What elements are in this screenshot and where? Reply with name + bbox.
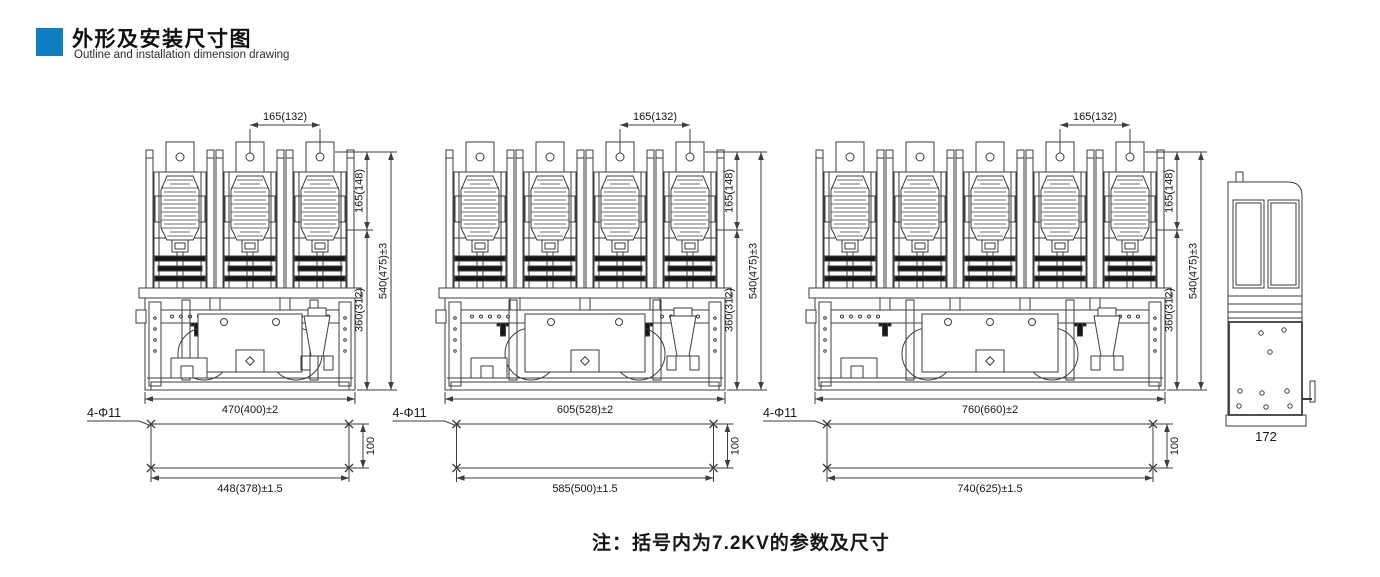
title-accent-square bbox=[36, 28, 63, 56]
svg-text:100: 100 bbox=[1169, 437, 1181, 455]
svg-text:4-Φ11: 4-Φ11 bbox=[393, 406, 427, 420]
svg-text:165(148): 165(148) bbox=[354, 169, 366, 213]
svg-text:172: 172 bbox=[1255, 429, 1277, 444]
svg-text:540(475)±3: 540(475)±3 bbox=[748, 243, 760, 299]
svg-text:4-Φ11: 4-Φ11 bbox=[87, 406, 121, 420]
side-view: 172 bbox=[1225, 171, 1316, 444]
svg-text:165(132): 165(132) bbox=[1073, 111, 1117, 123]
front-view-3-pole-mounting-plan: 448(378)±1.5 100 4-Φ11 bbox=[87, 406, 377, 495]
svg-text:360(312): 360(312) bbox=[354, 288, 366, 332]
svg-text:165(132): 165(132) bbox=[633, 111, 677, 123]
page-subtitle: Outline and installation dimension drawi… bbox=[74, 49, 290, 61]
svg-text:540(475)±3: 540(475)±3 bbox=[378, 243, 390, 299]
svg-text:165(132): 165(132) bbox=[263, 111, 307, 123]
svg-text:360(312): 360(312) bbox=[1164, 288, 1176, 332]
svg-text:740(625)±1.5: 740(625)±1.5 bbox=[957, 483, 1022, 495]
svg-text:165(148): 165(148) bbox=[724, 169, 736, 213]
page-title: 外形及安装尺寸图 bbox=[72, 28, 252, 51]
svg-text:100: 100 bbox=[730, 437, 742, 455]
front-view-5-pole: 165(132) 165(148) 360(312) 540(475)±3 760(66… bbox=[805, 111, 1207, 416]
svg-text:448(378)±1.5: 448(378)±1.5 bbox=[217, 483, 282, 495]
front-view-5-pole-mounting-plan: 740(625)±1.5 100 4-Φ11 bbox=[763, 406, 1181, 495]
svg-text:605(528)±2: 605(528)±2 bbox=[557, 404, 613, 416]
svg-text:100: 100 bbox=[365, 437, 377, 455]
svg-text:165(148): 165(148) bbox=[1164, 169, 1176, 213]
svg-text:4-Φ11: 4-Φ11 bbox=[763, 406, 797, 420]
svg-text:470(400)±2: 470(400)±2 bbox=[222, 404, 278, 416]
svg-text:540(475)±3: 540(475)±3 bbox=[1188, 243, 1200, 299]
front-view-4-pole: 165(132) 165(148) 360(312) 540(475)±3 605(52… bbox=[435, 111, 767, 416]
front-view-4-pole-mounting-plan: 585(500)±1.5 100 4-Φ11 bbox=[392, 406, 742, 495]
front-view-3-pole: 165(132) 165(148) 360(312) 540(475)±3 470(40… bbox=[135, 111, 397, 416]
svg-text:360(312): 360(312) bbox=[724, 288, 736, 332]
svg-text:760(660)±2: 760(660)±2 bbox=[962, 404, 1018, 416]
svg-text:585(500)±1.5: 585(500)±1.5 bbox=[552, 483, 617, 495]
footnote: 注：括号内为7.2KV的参数及尺寸 bbox=[592, 533, 890, 554]
